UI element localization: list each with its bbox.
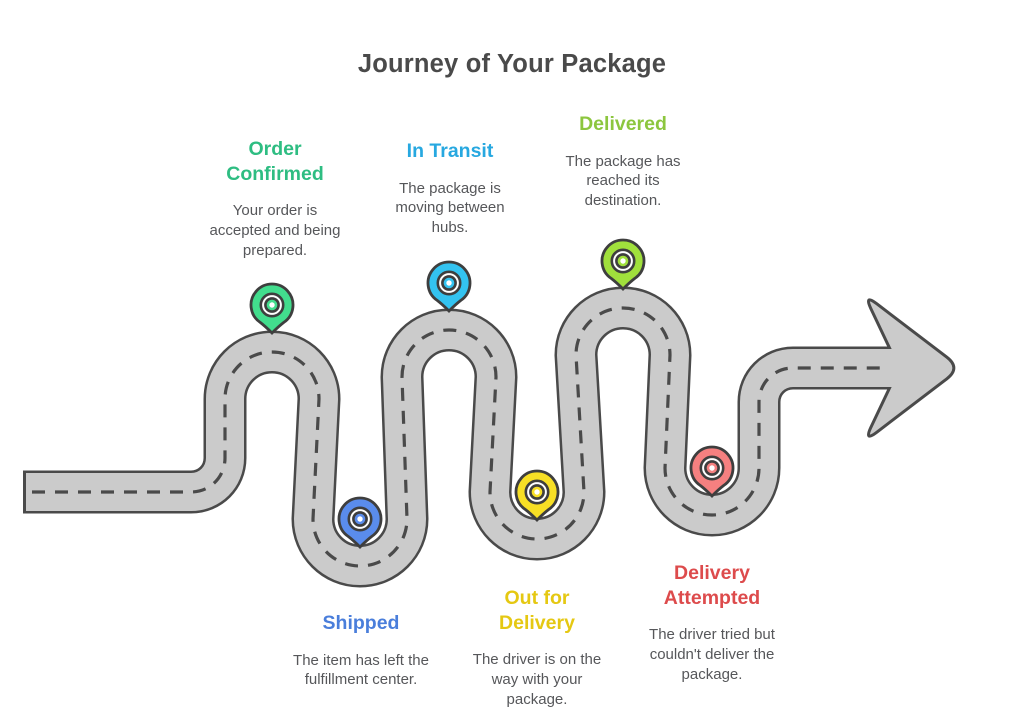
stage-title: Delivered: [579, 113, 667, 135]
road-surface: [26, 288, 902, 586]
road-center-dashed-line: [32, 306, 886, 568]
road-arrow-head-icon: [866, 298, 956, 438]
stage-shipped: Shipped The item has left the fulfillmen…: [266, 611, 456, 690]
delivered-pin-icon: [600, 238, 646, 291]
stage-out-for-delivery: Out for Delivery The driver is on the wa…: [442, 586, 632, 710]
stage-delivered: Delivered The package has reached its de…: [528, 112, 718, 211]
stage-in-transit: In Transit The package is moving between…: [355, 139, 545, 238]
stage-title: Delivery Attempted: [663, 562, 761, 609]
stage-description: The driver is on the way with your packa…: [472, 651, 602, 708]
page-title: Journey of Your Package: [357, 50, 667, 78]
stage-title: Shipped: [322, 612, 400, 634]
out-for-delivery-pin-icon: [514, 469, 560, 522]
stage-order-confirmed: Order Confirmed Your order is accepted a…: [180, 137, 370, 261]
shipped-pin-icon: [337, 496, 383, 549]
order-confirmed-pin-icon: [249, 282, 295, 335]
stage-description: The package has reached its destination.: [565, 152, 681, 210]
delivery-attempted-pin-icon: [689, 445, 735, 498]
stage-title: Out for Delivery: [499, 587, 575, 634]
in-transit-pin-icon: [426, 260, 472, 313]
stage-description: The package is moving between hubs.: [395, 179, 505, 237]
stage-description: Your order is accepted and being prepare…: [209, 202, 341, 259]
stage-title: Order Confirmed: [226, 138, 324, 185]
stage-description: The item has left the fulfillment center…: [293, 651, 429, 689]
stage-delivery-attempted: Delivery Attempted The driver tried but …: [617, 561, 807, 685]
stage-title: In Transit: [406, 140, 494, 162]
stage-description: The driver tried but couldn't deliver th…: [649, 626, 775, 683]
